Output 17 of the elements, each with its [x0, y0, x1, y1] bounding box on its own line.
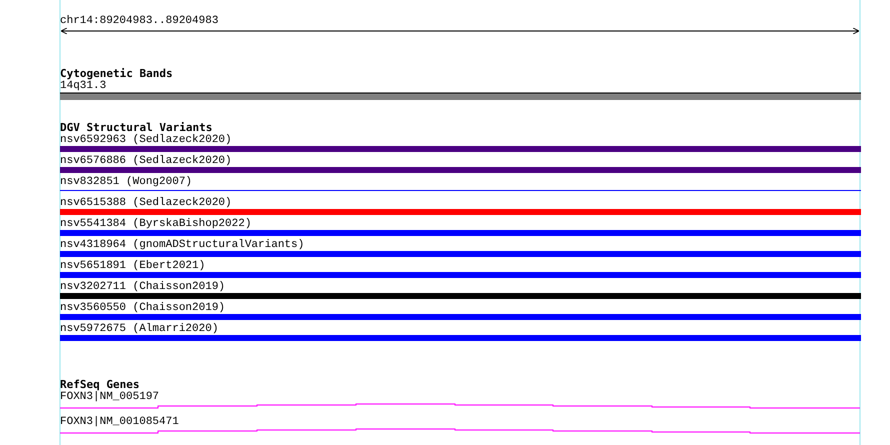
track-title: Cytogenetic Bands: [60, 68, 173, 80]
variant-name: nsv4318964 (gnomADStructuralVariants): [60, 239, 304, 251]
track-title: DGV Structural Variants: [60, 122, 212, 134]
variant-name: nsv3202711 (Chaisson2019): [60, 281, 226, 293]
variant-name: nsv5651891 (Ebert2021): [60, 260, 206, 272]
band-name: 14q31.3: [60, 80, 106, 92]
variant-name: nsv5972675 (Almarri2020): [60, 323, 218, 335]
coordinate-range: chr14:89204983..89204983: [60, 15, 218, 27]
transcript-name: FOXN3|NM_001085471: [60, 416, 179, 428]
track-title: RefSeq Genes: [60, 379, 140, 391]
variant-name: nsv6515388 (Sedlazeck2020): [60, 197, 232, 209]
transcript-name: FOXN3|NM_005197: [60, 391, 160, 403]
variant-name: nsv6576886 (Sedlazeck2020): [60, 155, 232, 167]
variant-name: nsv832851 (Wong2007): [60, 176, 192, 188]
variant-name: nsv3560550 (Chaisson2019): [60, 302, 226, 314]
variant-name: nsv5541384 (ByrskaBishop2022): [60, 218, 252, 230]
variant-name: nsv6592963 (Sedlazeck2020): [60, 134, 232, 146]
